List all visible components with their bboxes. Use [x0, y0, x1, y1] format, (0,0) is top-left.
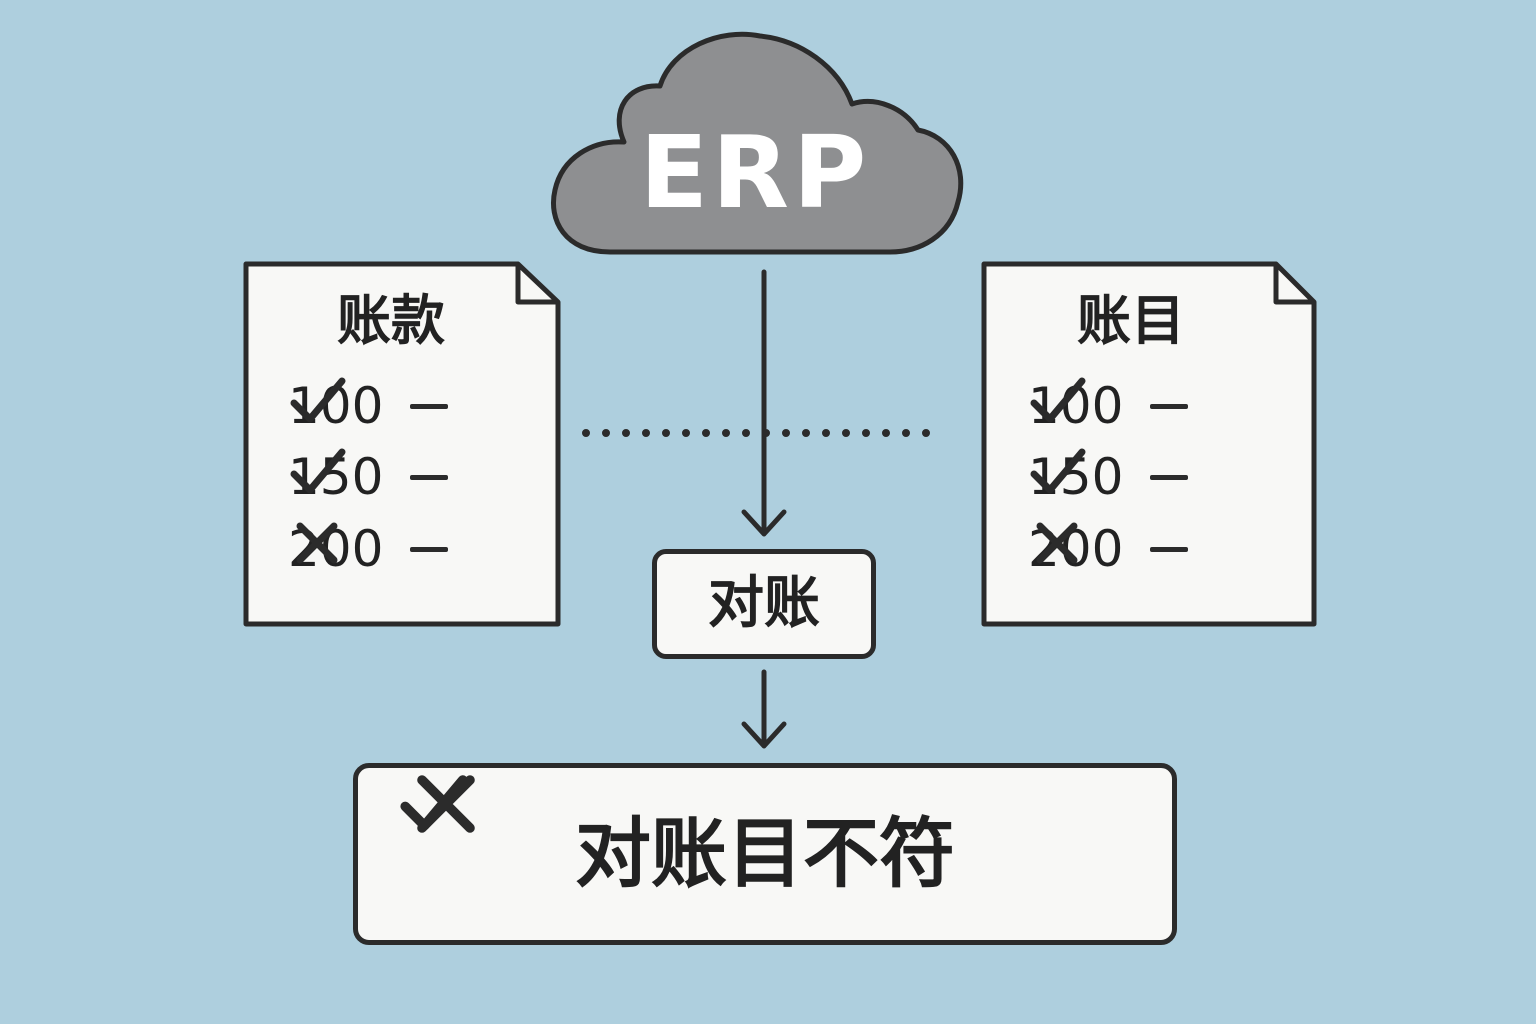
arrowhead-down-icon: [741, 509, 787, 537]
check-icon: [290, 377, 346, 423]
right-row-3: 200: [1028, 514, 1204, 584]
left-row-2: 150: [288, 442, 464, 512]
check-icon: [1030, 377, 1086, 423]
dash-icon: [1150, 474, 1188, 480]
dash-icon: [410, 474, 448, 480]
cross-icon: [296, 522, 338, 564]
left-row-1: 100: [288, 371, 464, 441]
cross-icon: [1036, 522, 1078, 564]
dash-icon: [410, 403, 448, 409]
left-document-fold: [515, 264, 558, 305]
arrowhead-down-icon: [741, 721, 787, 749]
check-icon: [1030, 448, 1086, 494]
left-doc-title: 账款: [337, 289, 445, 352]
cloud-icon: [551, 31, 964, 255]
result-match-label: 对账目: [575, 809, 803, 898]
right-row-2: 150: [1028, 442, 1204, 512]
right-row-1: 100: [1028, 371, 1204, 441]
left-row-3: 200: [288, 514, 464, 584]
right-document-fold: [1273, 264, 1314, 305]
check-icon: [290, 448, 346, 494]
cross-icon: [417, 775, 475, 833]
right-doc-title: 账目: [1077, 289, 1185, 352]
result-box: 对账目 不符: [353, 763, 1177, 945]
dash-icon: [1150, 546, 1188, 552]
dash-icon: [410, 546, 448, 552]
result-mismatch-label: 不符: [803, 809, 955, 898]
erp-label: ERP: [639, 114, 871, 231]
dash-icon: [1150, 403, 1188, 409]
reconcile-box: 对账: [652, 549, 876, 659]
